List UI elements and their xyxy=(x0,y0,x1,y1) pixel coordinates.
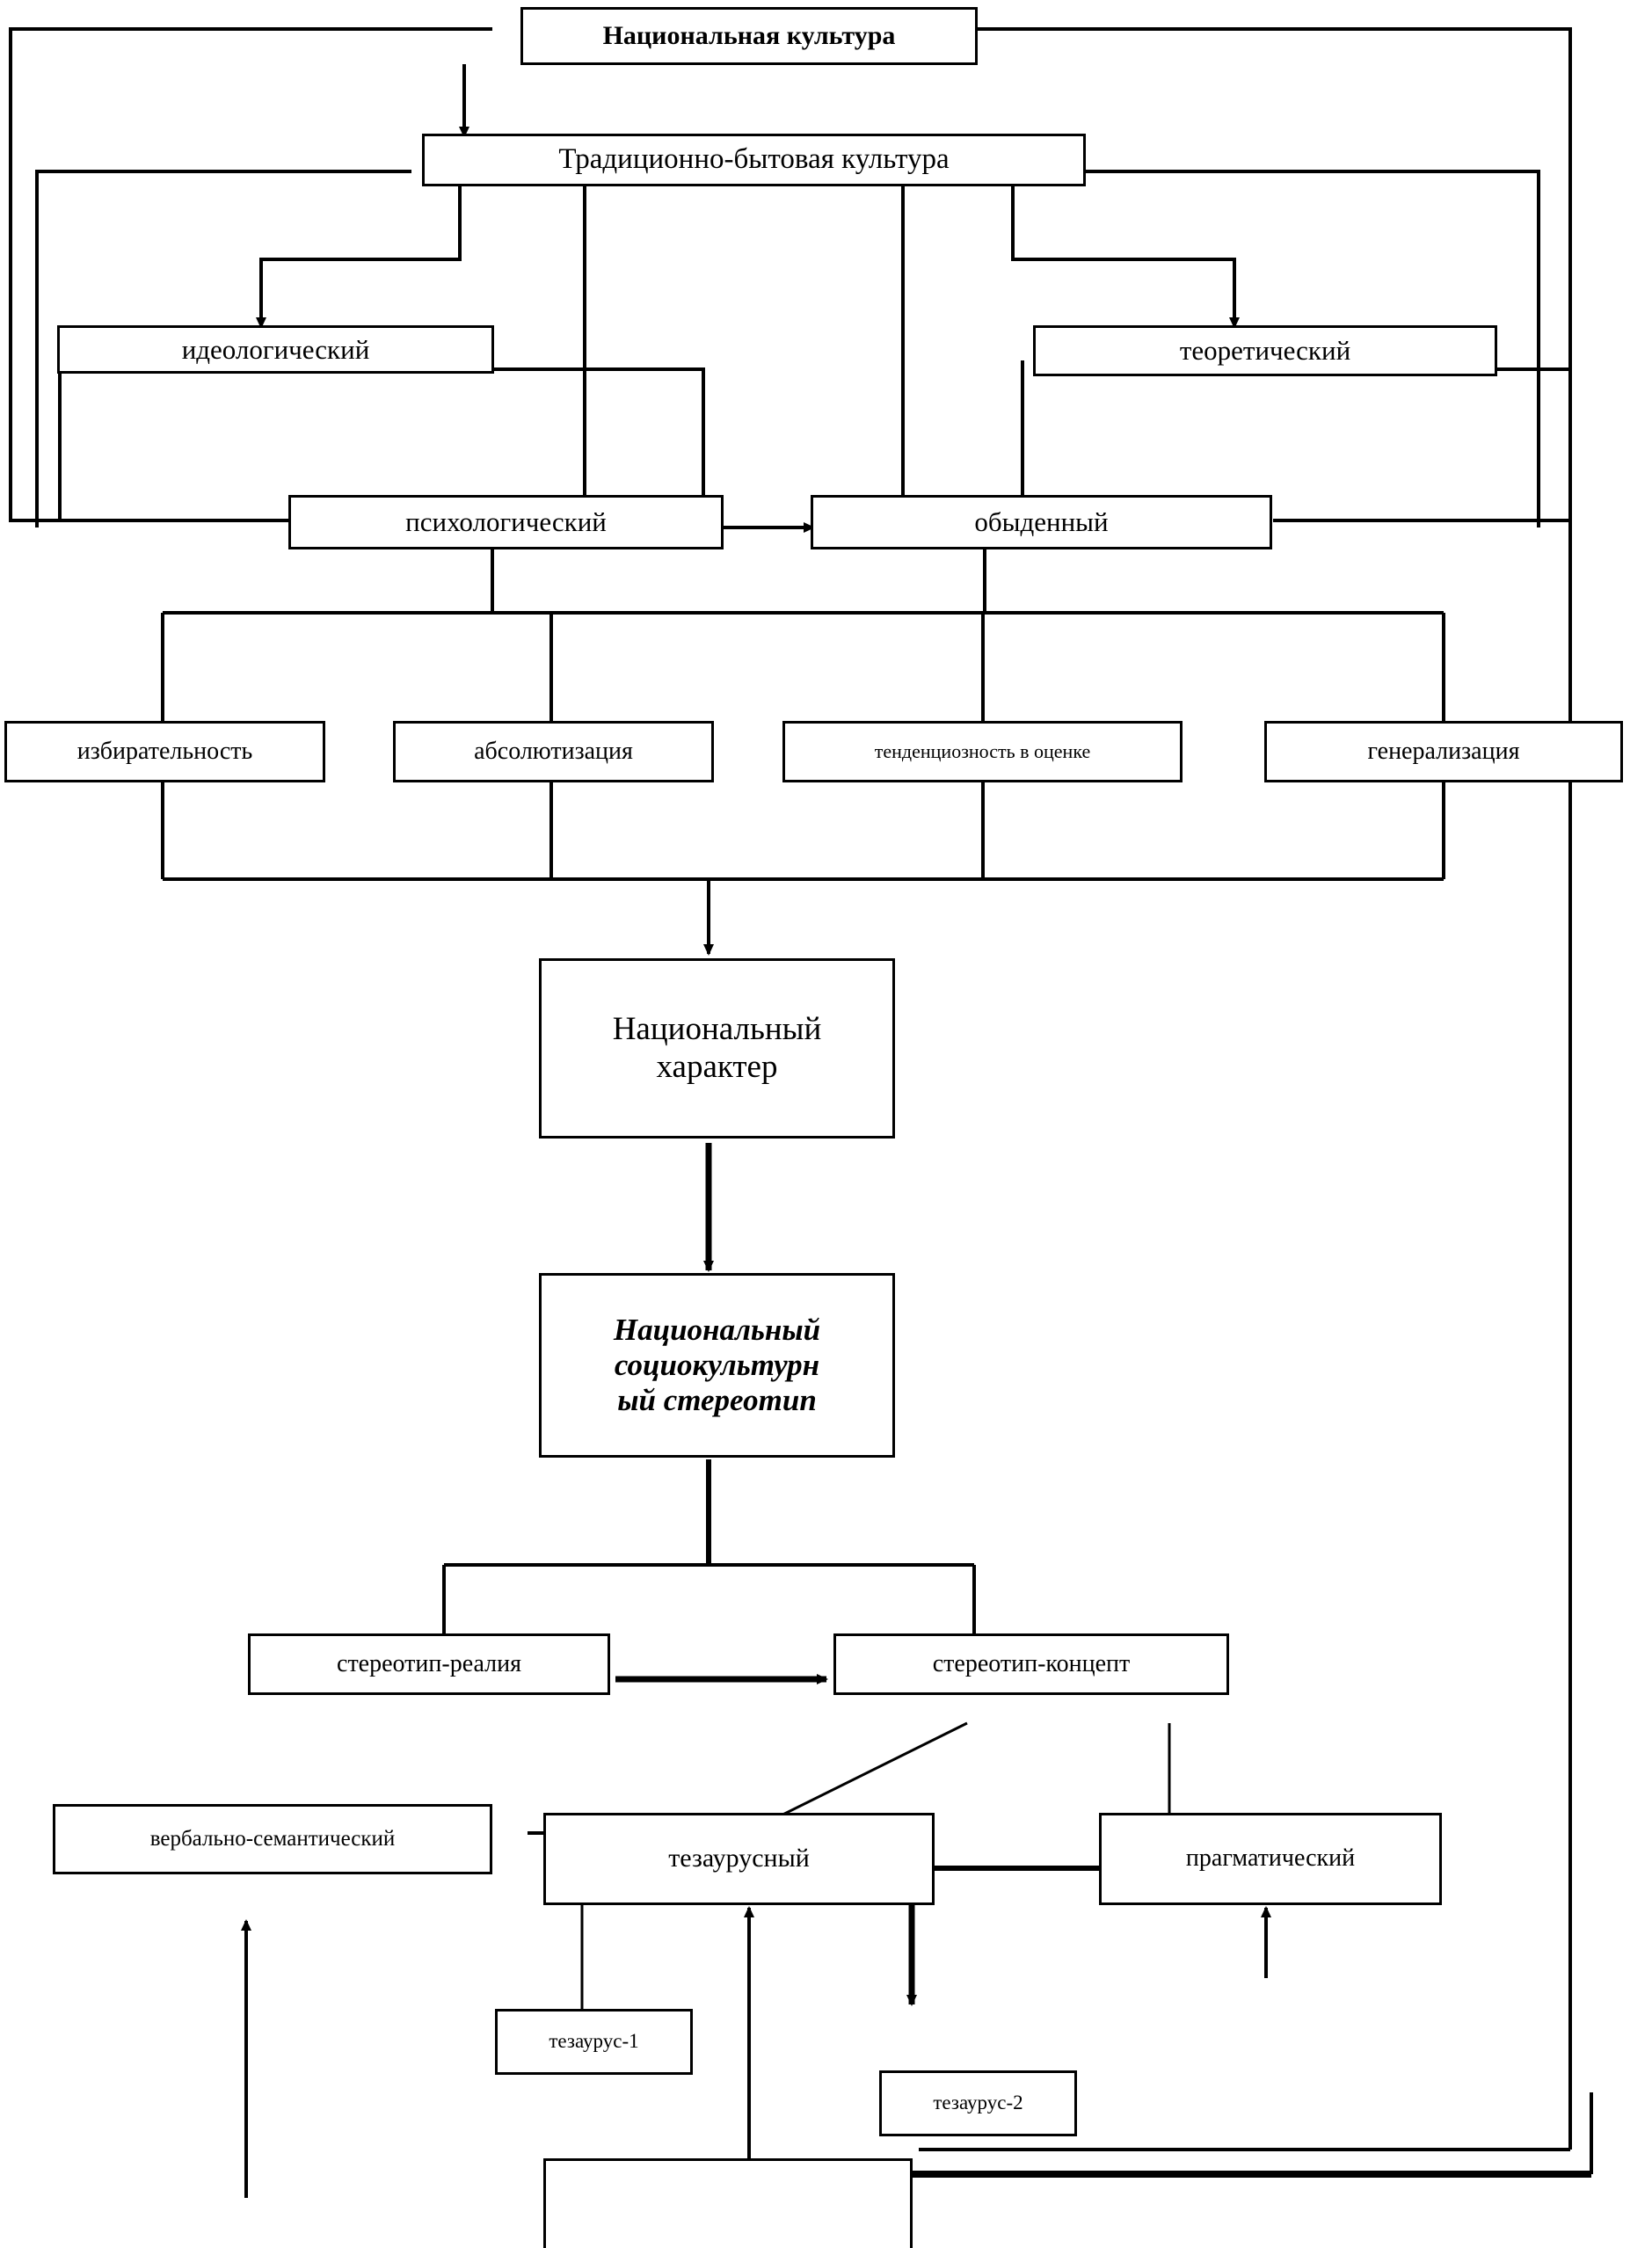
node-tradicionno-bytovaya-kultura[interactable]: Традиционно-бытовая культура xyxy=(422,134,1086,186)
node-teoreticheskiy[interactable]: теоретический xyxy=(1033,325,1497,376)
node-tezaurusnyy[interactable]: тезаурусный xyxy=(543,1813,935,1905)
node-label: обыденный xyxy=(974,506,1109,538)
node-izbiratelnost[interactable]: избирательность xyxy=(4,721,325,782)
node-label: прагматический xyxy=(1185,1844,1356,1873)
node-pragmaticheskiy[interactable]: прагматический xyxy=(1099,1813,1442,1905)
node-psihologicheskiy[interactable]: психологический xyxy=(288,495,724,549)
node-label: психологический xyxy=(405,506,607,538)
node-nacionalnaya-kultura[interactable]: Национальная культура xyxy=(520,7,978,65)
node-label: избирательность xyxy=(76,737,253,765)
node-stereotip-realia[interactable]: стереотип-реалия xyxy=(248,1633,610,1695)
node-tezaurus-1[interactable]: тезаурус-1 xyxy=(495,2009,693,2075)
node-nacionalnyy-harakter[interactable]: Национальный характер xyxy=(539,958,895,1139)
node-label: идеологический xyxy=(181,333,370,365)
node-stereotip-koncept[interactable]: стереотип-концепт xyxy=(833,1633,1229,1695)
node-label-line3: ый стереотип xyxy=(617,1383,817,1418)
node-absolyutizaciya[interactable]: абсолютизация xyxy=(393,721,714,782)
node-bottom-cut-box[interactable] xyxy=(543,2158,913,2248)
node-label: вербально-семантический xyxy=(149,1826,396,1851)
node-ideologicheskiy[interactable]: идеологический xyxy=(57,325,494,374)
node-label: тезаурус-2 xyxy=(933,2092,1023,2114)
node-label: стереотип-реалия xyxy=(337,1649,521,1677)
node-label: абсолютизация xyxy=(474,737,633,765)
node-label: стереотип-концепт xyxy=(932,1649,1131,1677)
node-label: тезаурус-1 xyxy=(549,2030,639,2053)
node-label: генерализация xyxy=(1367,737,1520,765)
node-nacionalnyy-sociokulturnyy-stereotip[interactable]: Национальный социокультурн ый стереотип xyxy=(539,1273,895,1458)
node-label: Национальная культура xyxy=(602,20,896,50)
node-obydennyy[interactable]: обыденный xyxy=(811,495,1272,549)
node-label: Традиционно-бытовая культура xyxy=(558,143,950,176)
node-label: теоретический xyxy=(1179,335,1351,367)
node-label-line2: характер xyxy=(656,1048,778,1085)
node-verbalno-semanticheskiy[interactable]: вербально-семантический xyxy=(53,1804,492,1874)
node-label-line2: социокультурн xyxy=(614,1347,820,1382)
node-tendencioznost-v-ocenke[interactable]: тенденциозность в оценке xyxy=(782,721,1183,782)
node-generalizaciya[interactable]: генерализация xyxy=(1264,721,1623,782)
node-label: тенденциозность в оценке xyxy=(874,740,1091,763)
edges xyxy=(9,27,1593,2198)
node-label-line1: Национальный xyxy=(613,1312,821,1347)
node-label-line1: Национальный xyxy=(612,1010,822,1047)
node-tezaurus-2[interactable]: тезаурус-2 xyxy=(879,2070,1077,2136)
node-label: тезаурусный xyxy=(668,1844,810,1873)
